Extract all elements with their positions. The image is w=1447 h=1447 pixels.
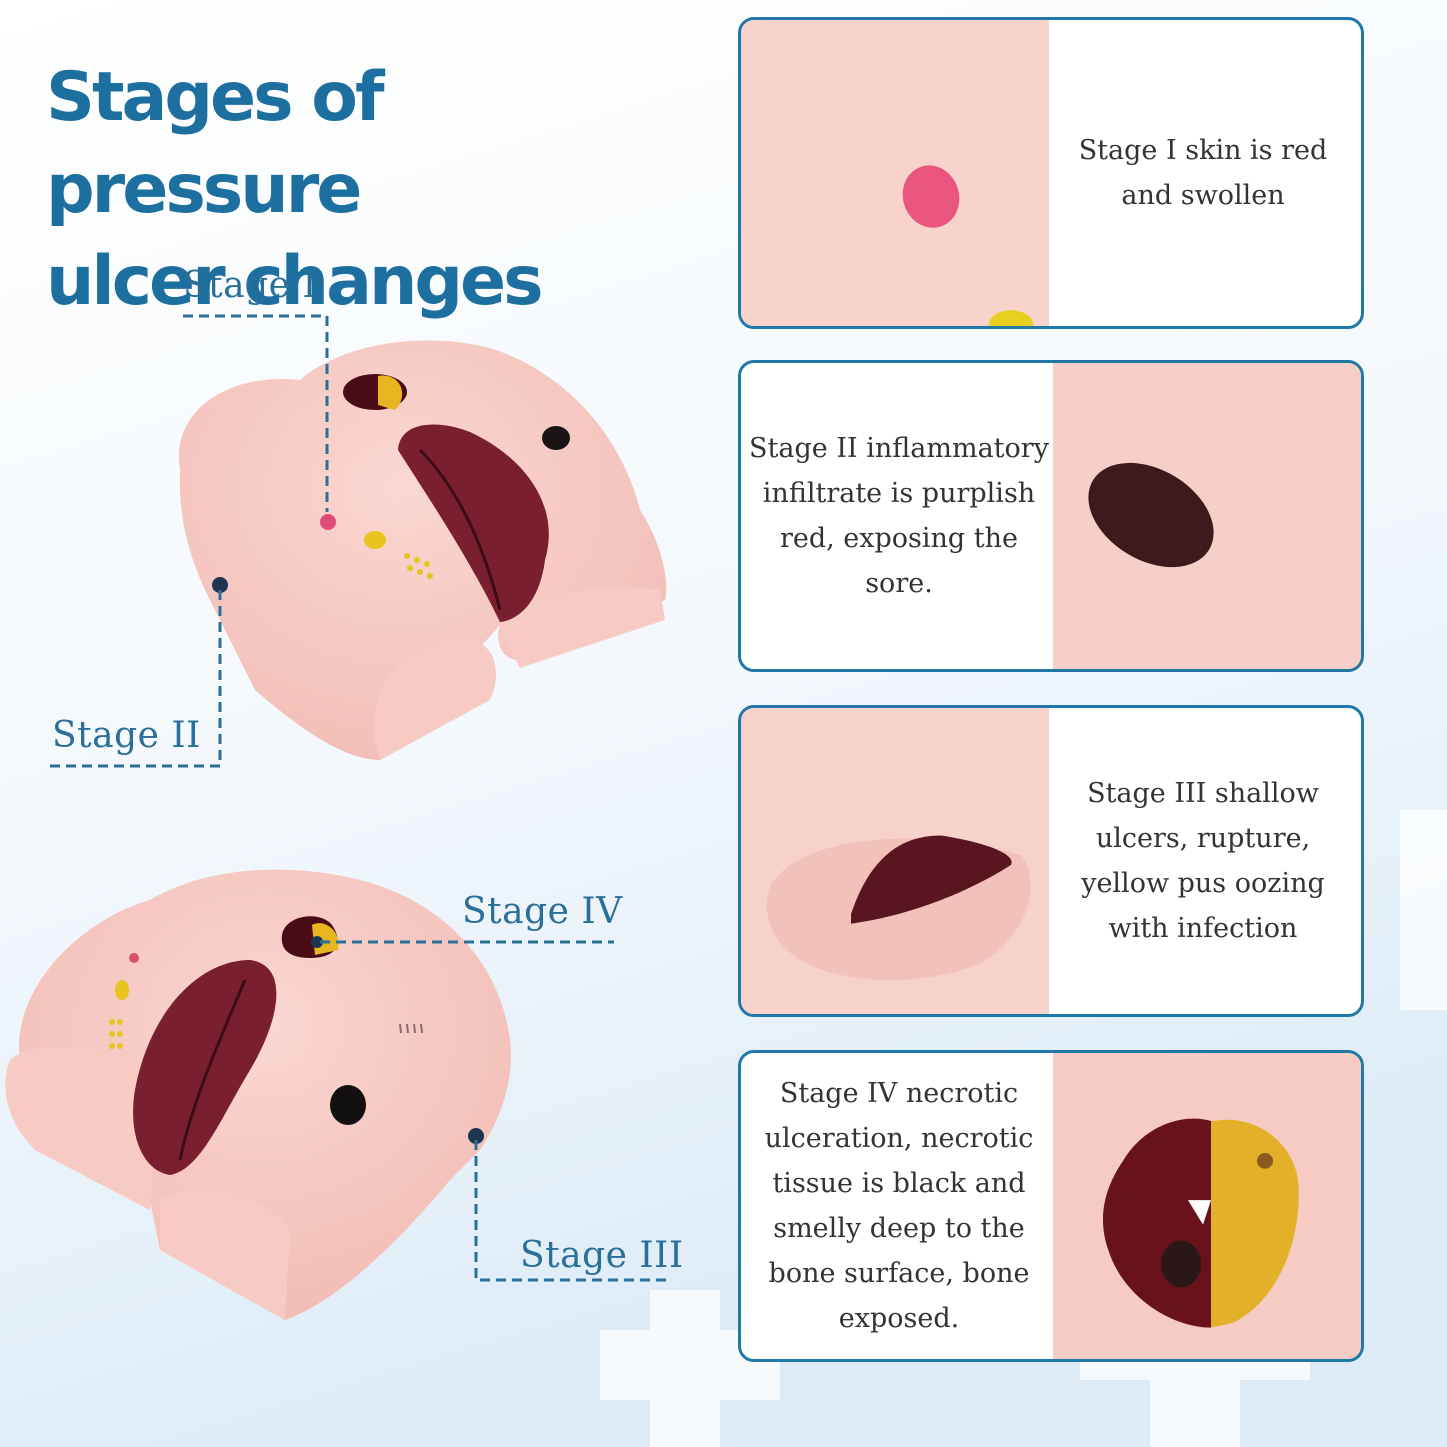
callout-label-stage1: Stage I [183,265,318,306]
stage2-card: Stage II inflammatory infiltrate is purp… [738,360,1364,672]
stage2-description: Stage II inflammatory infiltrate is purp… [749,433,1049,599]
model-upper-wound-cleft-line [418,448,502,611]
page-title-line-1: Stages of pressure [46,58,385,229]
callout-label-stage2: Stage II [52,715,201,756]
model-lower-marks [399,1023,423,1034]
stage4-description-box: Stage IV necrotic ulceration, necrotic t… [741,1053,1057,1359]
model-upper-stage3-wound [542,426,570,450]
model-upper-stage2-spot [212,577,228,593]
page-title-line-2: ulcer changes [46,242,544,321]
model-lower-wound-cleft [133,960,277,1175]
ulcer-models-illustration [5,314,672,1320]
model-lower [5,869,511,1320]
model-lower-body [18,869,511,1320]
model-upper [178,340,667,760]
callout-label-stage3: Stage III [520,1235,684,1276]
model-lower-wound-cleft-line [178,979,247,1161]
stage1-photo [741,20,1049,326]
model-upper-wound-cleft [398,424,549,622]
stage2-photo [1053,363,1361,669]
model-lower-stage1-spot [129,953,139,963]
model-upper-stage1-spot [320,514,336,530]
callout-lines-lower [320,940,672,1282]
model-upper-cut-right [500,587,665,668]
stage2-description-box: Stage II inflammatory infiltrate is purp… [741,363,1057,669]
model-lower-stage3-wound [330,1085,366,1125]
page-title: Stages of pressure ulcer changes [46,52,686,328]
stage3-card: Stage III shallow ulcers, rupture, yello… [738,705,1364,1017]
stage4-description: Stage IV necrotic ulceration, necrotic t… [764,1078,1034,1334]
model-upper-yellow-spot [364,531,386,549]
callout-lines-upper [50,314,329,768]
model-lower-yellow-dots [109,1019,123,1049]
stage3-photo [741,708,1049,1014]
model-lower-stage4-spot [311,936,323,948]
stage1-description-box: Stage I skin is red and swollen [1045,20,1361,326]
model-upper-cut-left [374,640,496,760]
stage1-card: Stage I skin is red and swollen [738,17,1364,329]
callout-line-stage1 [183,314,329,512]
callout-label-stage4: Stage IV [462,891,623,932]
stage1-description: Stage I skin is red and swollen [1078,135,1328,211]
callout-line-stage2 [50,590,222,768]
model-lower-stage3-spot [468,1128,484,1144]
stage3-description: Stage III shallow ulcers, rupture, yello… [1081,778,1325,944]
stage4-card: Stage IV necrotic ulceration, necrotic t… [738,1050,1364,1362]
model-upper-yellow-dots [404,553,433,579]
model-lower-cut-right [160,1190,290,1320]
stage3-description-box: Stage III shallow ulcers, rupture, yello… [1045,708,1361,1014]
stage4-photo [1053,1053,1361,1359]
model-lower-yellow-spot [115,980,129,1000]
model-upper-body [178,340,667,760]
model-lower-cut-left [5,1046,161,1210]
model-upper-stage4-pus [378,375,403,410]
